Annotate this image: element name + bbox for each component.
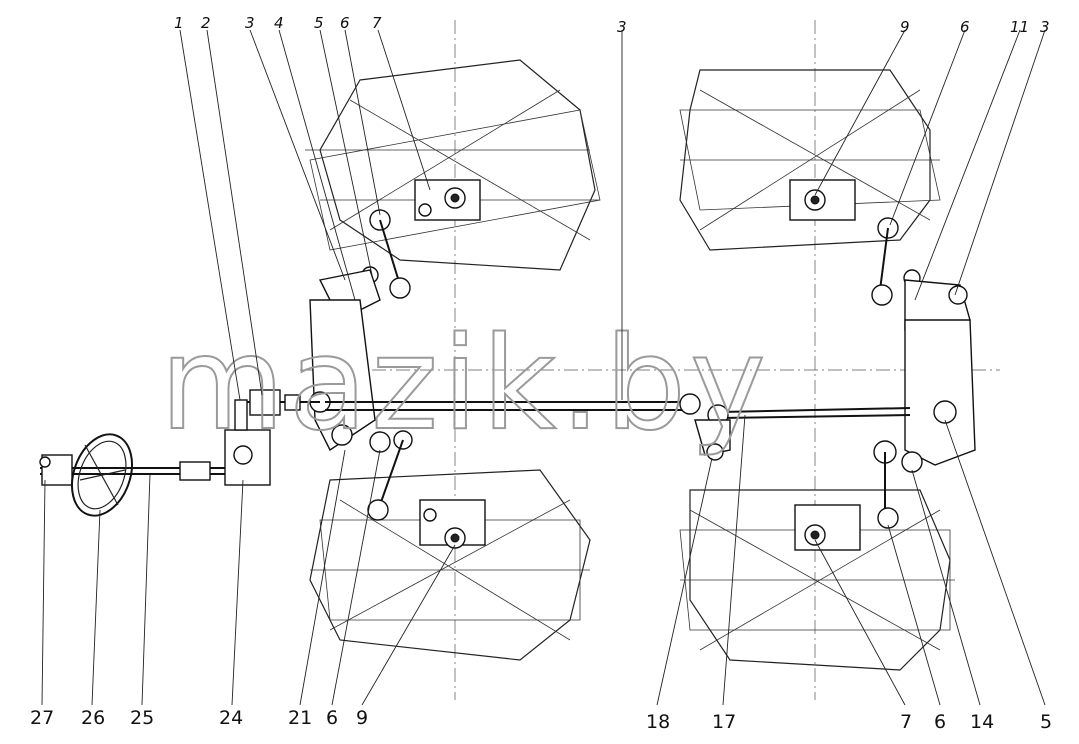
label-bottom-9: 7 xyxy=(900,711,912,733)
steering-column xyxy=(39,454,225,486)
wheel-top-left xyxy=(305,59,601,271)
label-top-10: 11 xyxy=(1010,18,1029,36)
hub-top-left xyxy=(414,179,481,221)
label-top-8: 9 xyxy=(900,18,910,36)
watermark: mazik.by xyxy=(160,310,770,459)
label-bottom-0: 27 xyxy=(30,707,54,729)
hub-top-right xyxy=(789,179,856,221)
label-bottom-2: 25 xyxy=(130,707,154,729)
label-bottom-1: 26 xyxy=(81,707,105,729)
label-top-2: 3 xyxy=(245,14,255,32)
label-bottom-12: 5 xyxy=(1040,711,1052,733)
label-top-7: 3 xyxy=(617,18,627,36)
label-top-1: 2 xyxy=(201,14,211,32)
label-top-5: 6 xyxy=(340,14,350,32)
label-top-11: 3 xyxy=(1040,18,1050,36)
label-bottom-3: 24 xyxy=(219,707,243,729)
label-top-3: 4 xyxy=(274,14,284,32)
wheel-top-right xyxy=(679,69,941,251)
tie-rod-main xyxy=(325,393,911,461)
label-bottom-7: 18 xyxy=(646,711,670,733)
label-bottom-8: 17 xyxy=(712,711,736,733)
label-top-4: 5 xyxy=(314,14,324,32)
label-top-0: 1 xyxy=(174,14,184,32)
steering-wheel xyxy=(71,433,133,517)
label-bottom-6: 9 xyxy=(356,707,368,729)
label-bottom-5: 6 xyxy=(326,707,338,729)
steering-arms-right xyxy=(871,217,976,529)
wheel-bottom-left xyxy=(309,469,591,661)
label-bottom-11: 14 xyxy=(970,711,994,733)
steering-gear xyxy=(224,389,320,486)
label-bottom-4: 21 xyxy=(288,707,312,729)
hub-bottom-right xyxy=(794,504,861,551)
hub-bottom-left xyxy=(419,499,486,549)
label-top-6: 7 xyxy=(372,14,382,32)
label-bottom-10: 6 xyxy=(934,711,946,733)
label-top-9: 6 xyxy=(960,18,970,36)
leader-lines xyxy=(41,29,1046,706)
